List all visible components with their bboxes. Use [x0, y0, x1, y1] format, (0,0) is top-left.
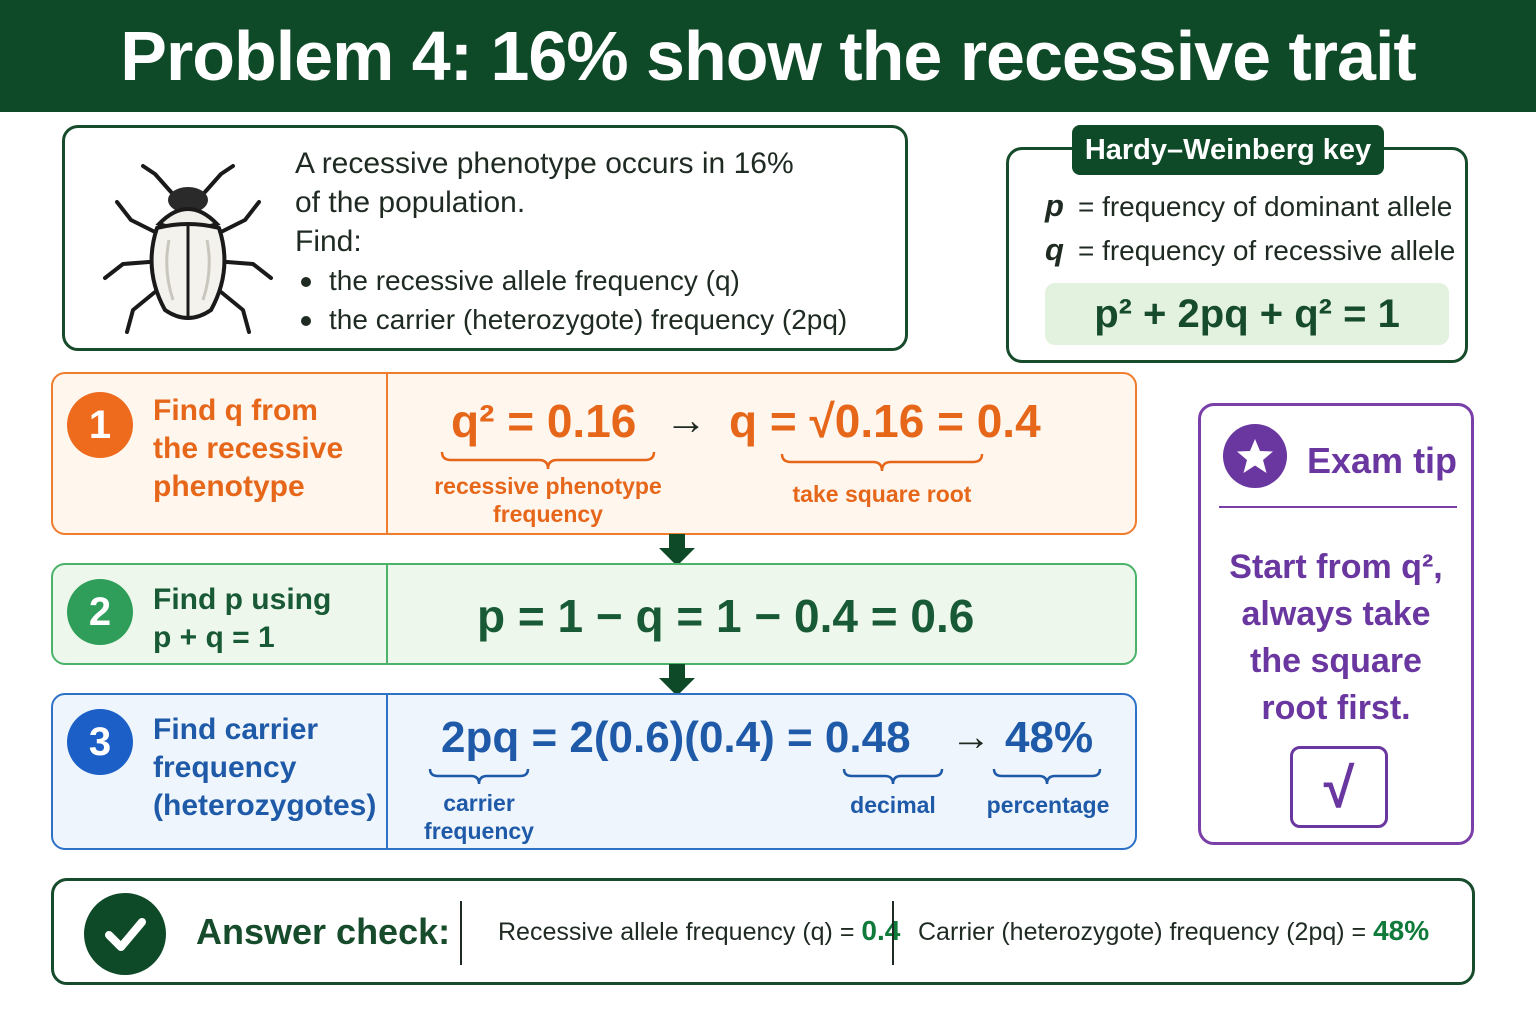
key-title: Hardy–Weinberg key [1072, 125, 1384, 175]
step-label-line: the recessive [153, 432, 344, 465]
step-label-line: phenotype [153, 470, 305, 503]
key-line-q: q = frequency of recessive allele [1045, 232, 1455, 268]
hardy-weinberg-key-box: p = frequency of dominant allele q = frequ… [1006, 147, 1468, 363]
problem-line: A recessive phenotype occurs in 16% [295, 147, 794, 180]
key-line-p: p = frequency of dominant allele [1045, 188, 1452, 224]
tip-line: Start from q², [1229, 548, 1443, 586]
step-label-line: Find p using [153, 583, 332, 616]
equation-2pq: 2pq = 2(0.6)(0.4) = 0.48 [441, 713, 911, 762]
step-1-box: 1 Find q from the recessive phenotype q²… [51, 372, 1137, 535]
brace-label-line: frequency [493, 501, 603, 527]
answer-separator [460, 901, 462, 965]
step-divider [386, 565, 388, 663]
brace-label-square-root: take square root [792, 481, 972, 507]
p-definition: = frequency of dominant allele [1077, 191, 1453, 222]
brace-label-line: carrier [443, 790, 515, 816]
step-label: Find q from the recessive phenotype [153, 392, 343, 506]
equation-q-squared: q² = 0.16 [451, 395, 637, 447]
step-divider [386, 695, 388, 848]
tip-line: always take [1241, 595, 1431, 633]
problem-line: of the population. [295, 186, 526, 219]
answer-carrier-frequency: Carrier (heterozygote) frequency (2pq) =… [918, 915, 1429, 947]
step-2-box: 2 Find p using p + q = 1 p = 1 − q = 1 −… [51, 563, 1137, 665]
answer-recessive-allele: Recessive allele frequency (q) = 0.4 [498, 915, 900, 947]
tip-line: root first. [1261, 689, 1411, 727]
checkmark-icon [84, 893, 166, 975]
step-number-badge: 2 [67, 579, 133, 645]
find-item: the carrier (heterozygote) frequency (2p… [295, 300, 847, 339]
square-root-icon: √ [1290, 746, 1388, 828]
find-list: the recessive allele frequency (q) the c… [295, 261, 847, 339]
brace-square-root [780, 453, 984, 472]
equation-q-root: q = √0.16 = 0.4 [729, 395, 1041, 447]
step-label: Find p using p + q = 1 [153, 581, 331, 657]
brace-recessive [440, 451, 656, 470]
header-banner: Problem 4: 16% show the recessive trait [0, 0, 1536, 112]
hardy-weinberg-equation: p² + 2pq + q² = 1 [1045, 283, 1449, 345]
brace-label-percentage: percentage [986, 792, 1110, 818]
exam-tip-title: Exam tip [1307, 440, 1458, 481]
step-label: Find carrier frequency (heterozygotes) [153, 711, 376, 825]
step-label-line: p + q = 1 [153, 621, 275, 654]
q-symbol: q [1045, 232, 1064, 267]
answer-separator [892, 901, 894, 965]
tip-line: the square [1250, 642, 1422, 680]
equation-p: p = 1 − q = 1 − 0.4 = 0.6 [477, 590, 975, 642]
brace-decimal [842, 768, 944, 785]
answer-value: 0.4 [861, 915, 901, 946]
step-label-line: Find q from [153, 394, 318, 427]
step-label-line: (heterozygotes) [153, 789, 377, 822]
arrow-right-icon: → [951, 715, 991, 759]
answer-text: Recessive allele frequency (q) = [498, 918, 862, 946]
p-symbol: p [1045, 188, 1064, 223]
brace-percentage [992, 768, 1102, 785]
q-definition: = frequency of recessive allele [1077, 235, 1456, 266]
page-title: Problem 4: 16% show the recessive trait [120, 17, 1416, 95]
brace-label-recessive: recessive phenotype frequency [429, 472, 667, 528]
step-number-badge: 3 [67, 709, 133, 775]
brace-label-carrier: carrier frequency [409, 789, 549, 845]
arrow-down-icon [659, 664, 695, 696]
brace-carrier [428, 768, 530, 785]
find-label: Find: [295, 225, 362, 258]
equation-percent: 48% [1005, 713, 1094, 762]
answer-value: 48% [1373, 915, 1430, 946]
problem-box: A recessive phenotype occurs in 16% of t… [62, 125, 908, 351]
find-item: the recessive allele frequency (q) [295, 261, 847, 300]
brace-label-decimal: decimal [850, 792, 936, 818]
step-3-box: 3 Find carrier frequency (heterozygotes)… [51, 693, 1137, 850]
exam-tip-box: Exam tip Start from q², always take the … [1198, 403, 1474, 845]
brace-label-line: frequency [424, 818, 534, 844]
arrow-right-icon: → [665, 396, 707, 443]
step-divider [386, 374, 388, 533]
answer-check-box: Answer check: Recessive allele frequency… [51, 878, 1475, 985]
tip-divider [1219, 506, 1457, 508]
step-number-badge: 1 [67, 392, 133, 458]
problem-statement: A recessive phenotype occurs in 16% of t… [295, 144, 847, 339]
step-label-line: frequency [153, 751, 297, 784]
exam-tip-text: Start from q², always take the square ro… [1201, 544, 1471, 732]
step-label-line: Find carrier [153, 713, 319, 746]
arrow-down-icon [659, 534, 695, 566]
answer-text: Carrier (heterozygote) frequency (2pq) = [918, 918, 1374, 946]
answer-check-label: Answer check: [196, 911, 451, 952]
star-icon [1223, 424, 1287, 488]
beetle-illustration [103, 164, 273, 334]
brace-label-line: recessive phenotype [434, 473, 662, 499]
